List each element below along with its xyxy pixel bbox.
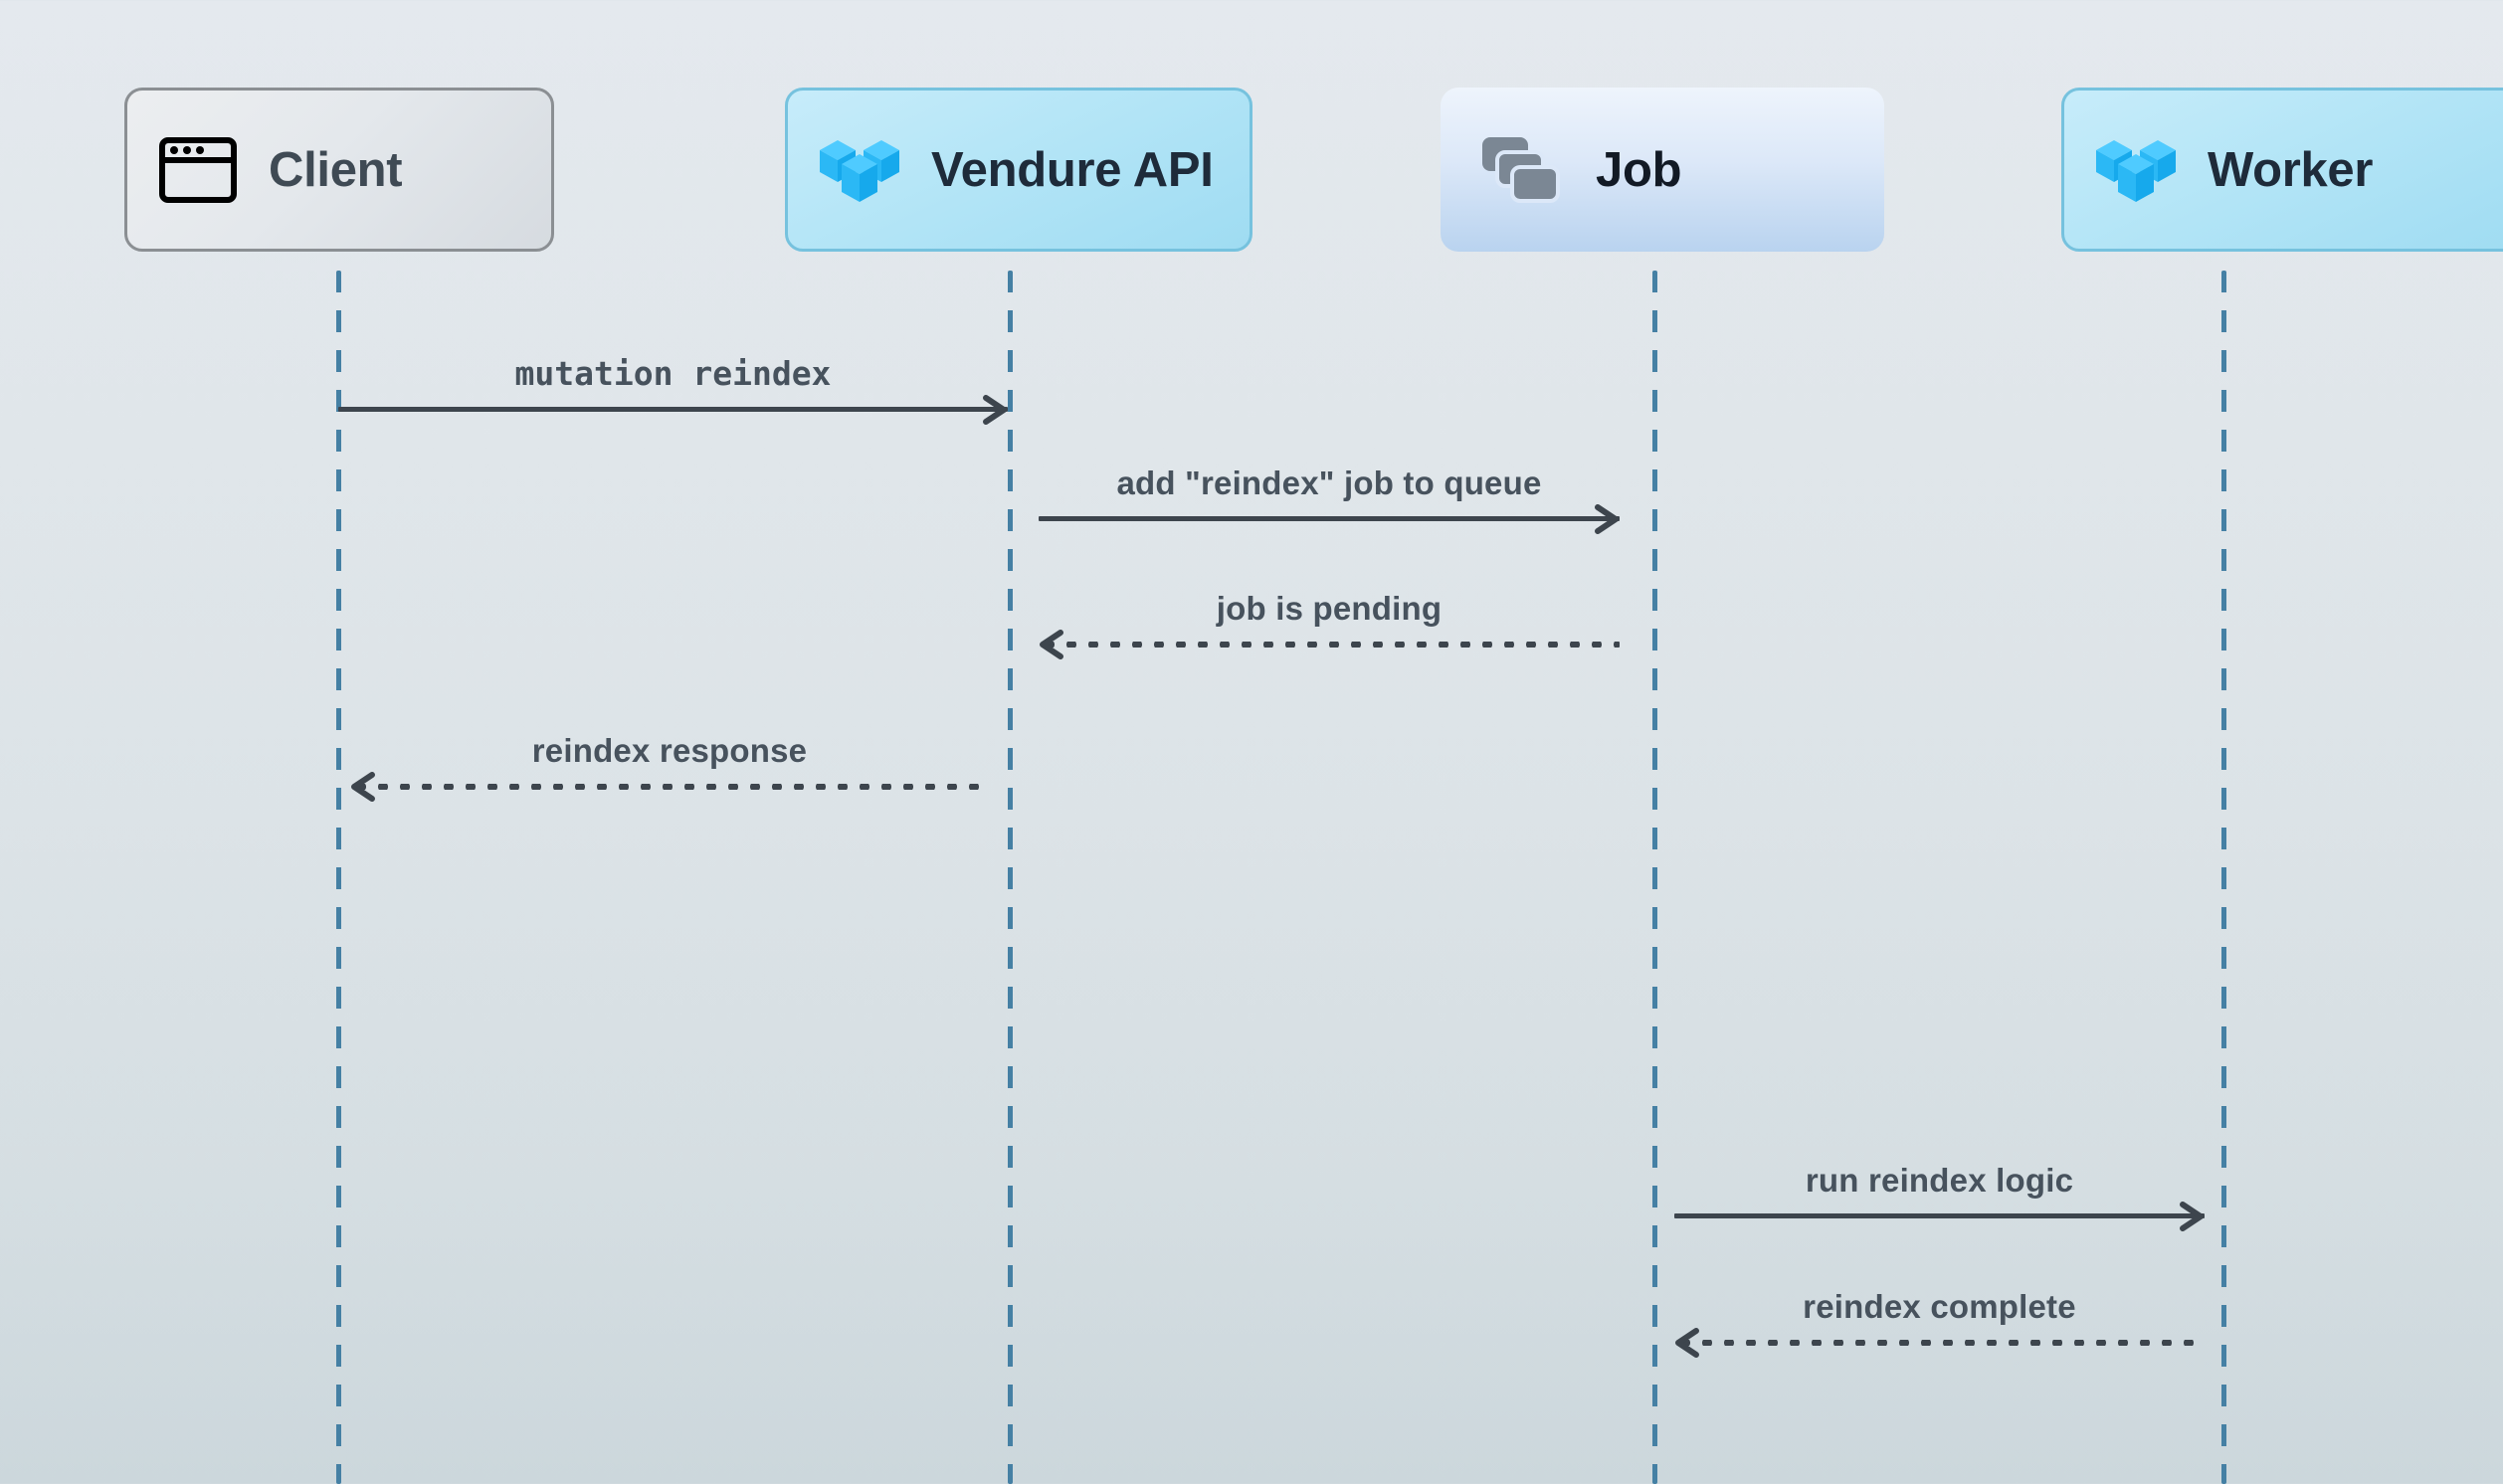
arrowhead-right-icon [1588, 502, 1622, 536]
arrowhead-left-icon [1672, 1326, 1706, 1360]
browser-window-icon [159, 136, 237, 203]
arrowhead-left-icon [348, 770, 382, 804]
participant-label-client: Client [269, 142, 403, 197]
message-line-solid [1039, 516, 1620, 521]
participant-label-vendure-api: Vendure API [931, 142, 1214, 197]
participant-vendure-api[interactable]: Vendure API [785, 88, 1252, 252]
message-label: reindex complete [1803, 1288, 2076, 1325]
message-label: mutation reindex [514, 354, 832, 393]
message-label: reindex response [531, 732, 808, 769]
participant-job[interactable]: Job [1441, 88, 1884, 252]
message-label: add "reindex" job to queue [1116, 464, 1542, 501]
message-line-dotted [350, 784, 989, 790]
participant-client[interactable]: Client [124, 88, 554, 252]
participant-label-worker: Worker [2208, 142, 2374, 197]
vendure-cubes-logo [818, 132, 901, 208]
participant-label-job: Job [1596, 142, 1682, 197]
arrowhead-right-icon [976, 393, 1010, 427]
message-line-solid [338, 407, 1008, 412]
lifeline-vendure-api [1008, 271, 1013, 1484]
vendure-cubes-logo [2094, 132, 2178, 208]
lifeline-worker [2221, 271, 2226, 1484]
message-line-dotted [1674, 1340, 2205, 1346]
arrowhead-left-icon [1037, 628, 1070, 661]
message-line-solid [1674, 1213, 2205, 1218]
message-label: run reindex logic [1805, 1162, 2074, 1199]
message-line-dotted [1039, 642, 1620, 648]
arrowhead-right-icon [2173, 1200, 2207, 1233]
lifeline-job [1652, 271, 1657, 1484]
stacked-layers-icon [1480, 135, 1560, 205]
participant-worker[interactable]: Worker [2061, 88, 2503, 252]
message-label: job is pending [1216, 590, 1443, 627]
lifeline-client [336, 271, 341, 1484]
